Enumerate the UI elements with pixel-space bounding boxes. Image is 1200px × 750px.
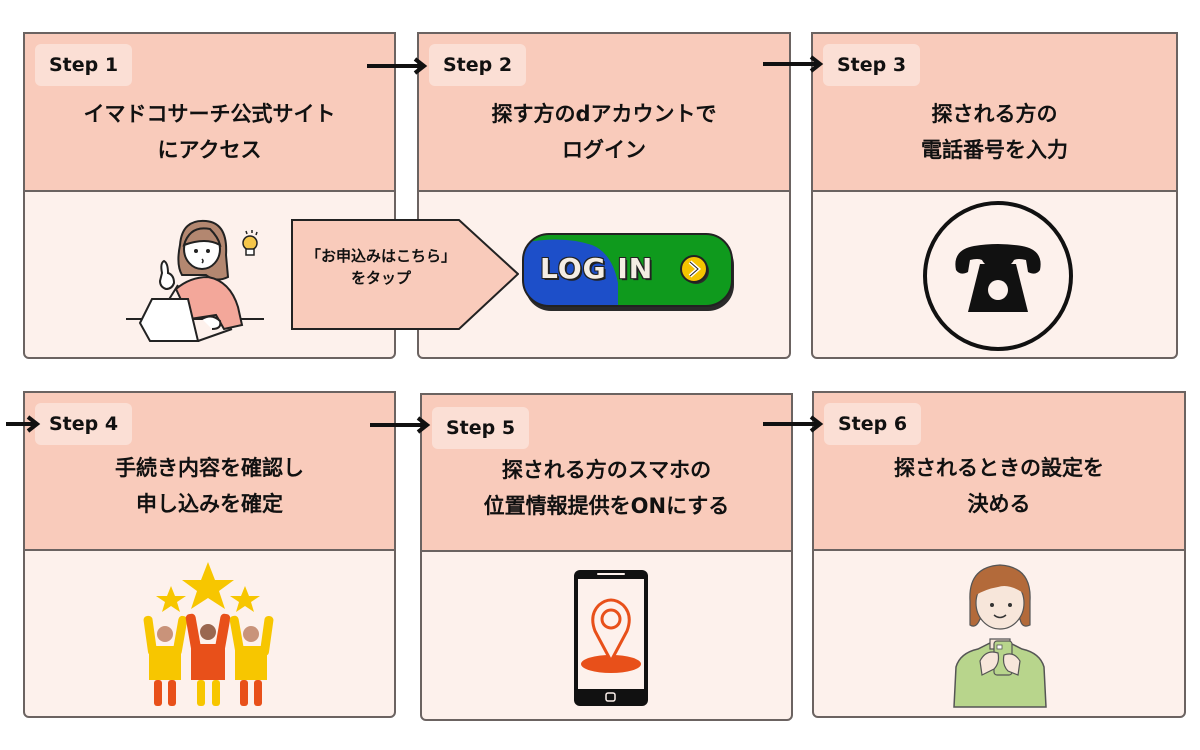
step-header: Step 6 探されるときの設定を 決める <box>814 393 1184 551</box>
step-card-3: Step 3 探される方の 電話番号を入力 <box>811 32 1178 359</box>
people-with-stars-illustration <box>143 562 274 706</box>
step-badge: Step 4 <box>35 403 133 445</box>
step-badge: Step 2 <box>429 44 527 86</box>
login-button-label[interactable]: LOG IN <box>540 252 654 285</box>
step-header: Step 1 イマドコサーチ公式サイト にアクセス <box>25 34 394 192</box>
step-header: Step 2 探す方のdアカウントで ログイン <box>419 34 789 192</box>
step-header: Step 3 探される方の 電話番号を入力 <box>813 34 1176 192</box>
arrow-right-icon <box>763 55 824 73</box>
callout-arrow-shape <box>291 219 519 330</box>
arrow-right-icon <box>367 57 428 75</box>
arrow-right-icon <box>370 416 431 434</box>
step-header: Step 4 手続き内容を確認し 申し込みを確定 <box>25 393 394 551</box>
woman-holding-phone-illustration <box>953 564 1047 708</box>
step-title: イマドコサーチ公式サイト にアクセス <box>83 102 336 162</box>
arrow-right-icon <box>763 415 824 433</box>
woman-laptop-illustration <box>126 219 264 342</box>
step-card-1: Step 1 イマドコサーチ公式サイト にアクセス <box>23 32 396 359</box>
telephone-icon <box>923 201 1073 351</box>
smartphone-location-icon <box>574 570 648 706</box>
step-title: 探す方のdアカウントで ログイン <box>491 102 717 162</box>
step-title: 探される方の 電話番号を入力 <box>921 102 1068 162</box>
step-header: Step 5 探される方のスマホの 位置情報提供をONにする <box>422 395 791 552</box>
step-badge: Step 5 <box>432 407 530 449</box>
step-title: 探されるときの設定を 決める <box>894 456 1104 516</box>
step-title: 手続き内容を確認し 申し込みを確定 <box>115 456 304 516</box>
step-title: 探される方のスマホの 位置情報提供をONにする <box>483 458 730 518</box>
step-badge: Step 1 <box>35 44 133 86</box>
login-button-shape[interactable] <box>522 233 735 313</box>
arrow-right-icon <box>6 415 41 433</box>
step-badge: Step 3 <box>823 44 921 86</box>
callout-text: 「お申込みはこちら」 をタップ <box>305 247 456 287</box>
step-badge: Step 6 <box>824 403 922 445</box>
